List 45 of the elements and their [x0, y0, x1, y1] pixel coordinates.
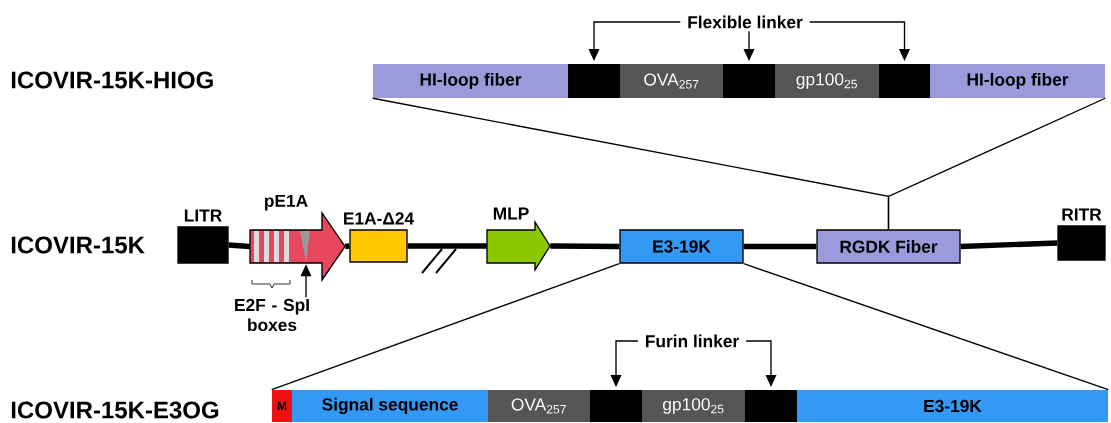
gene-box: E3-19K — [619, 229, 744, 264]
marker-segment: M — [272, 390, 292, 422]
fiber-segment: HI-loop fiber — [930, 64, 1105, 98]
backbone-line — [407, 243, 487, 249]
epitope-segment: OVA$_{257}$ — [488, 390, 590, 422]
itr-box: LITR — [177, 209, 229, 264]
promoter-block: MLP — [486, 207, 551, 273]
backbone-line — [228, 242, 250, 250]
construct-name: ICOVIR-15K — [11, 236, 145, 254]
backbone-line — [344, 243, 350, 250]
node-label: LITR — [184, 209, 222, 222]
itr-box: RITR — [1057, 208, 1106, 261]
node-label: pE1A — [265, 194, 308, 211]
linker-segment — [568, 64, 620, 98]
epitope-segment: gp100$_{25}$ — [775, 64, 879, 98]
arrow — [745, 340, 777, 387]
backbone-line — [960, 240, 1058, 250]
fiber-segment: HI-loop fiber — [373, 64, 568, 98]
epitope-segment: OVA$_{257}$ — [620, 64, 723, 98]
zoom-line — [271, 263, 620, 391]
callout-text: Flexible linker — [688, 15, 803, 29]
construct-name: ICOVIR-15K-HIOG — [11, 71, 213, 89]
backbone-line — [743, 243, 817, 250]
linker-segment — [590, 390, 642, 422]
gene-box: RGDK Fiber — [816, 229, 961, 264]
callout-text: Furin linker — [645, 334, 739, 348]
arrow — [588, 21, 681, 61]
linker-segment — [879, 64, 930, 98]
node-label: RITR — [1062, 208, 1102, 221]
gene-segment: E3-19K — [797, 390, 1108, 422]
epitope-segment: gp100$_{25}$ — [642, 390, 745, 422]
callout-text: E2F - SpI boxes — [235, 298, 309, 332]
arrow — [743, 30, 755, 61]
arrow — [809, 21, 910, 61]
node-label: E1A-Δ24 — [344, 212, 415, 225]
construct-name: ICOVIR-15K-E3OG — [11, 401, 219, 419]
zoom-line — [743, 263, 1109, 391]
signal-segment: Signal sequence — [292, 390, 488, 422]
backbone-line — [550, 243, 620, 250]
node-label: MLP — [493, 207, 529, 220]
linker-segment — [745, 390, 797, 422]
linker-segment — [723, 64, 775, 98]
zoom-line — [887, 97, 1106, 230]
arrow — [610, 340, 639, 387]
gene-box: E1A-Δ24 — [344, 212, 415, 263]
